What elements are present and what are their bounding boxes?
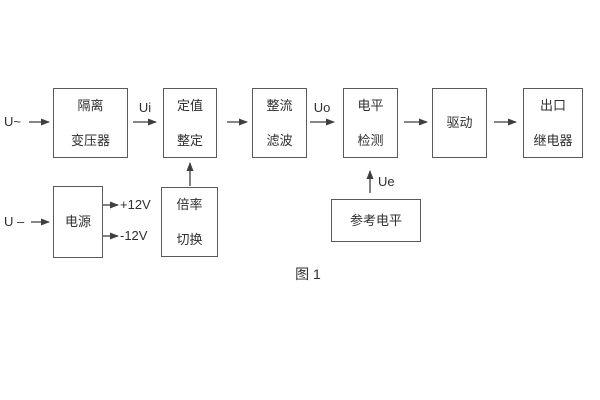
block-reference-level: 参考电平: [331, 199, 421, 242]
block-label: 变压器: [70, 133, 110, 148]
block-label: 继电器: [533, 133, 573, 148]
signal-ui-label: Ui: [138, 100, 152, 115]
figure-caption: 图 1: [295, 266, 321, 282]
block-label: 切换: [176, 232, 203, 247]
block-level-detect: 电平 检测: [343, 88, 398, 158]
signal-plus-12v-label: +12V: [120, 197, 151, 212]
block-label: 滤波: [266, 133, 293, 148]
block-label: 定值: [176, 98, 203, 113]
block-setpoint-adjust: 定值 整定: [163, 88, 217, 158]
block-label: 电源: [64, 214, 91, 229]
signal-uo-label: Uo: [313, 100, 331, 115]
block-rectifier-filter: 整流 滤波: [252, 88, 307, 158]
block-power-supply: 电源: [53, 186, 103, 258]
signal-ac-input-label: U~: [4, 114, 21, 129]
block-label: 隔离: [77, 98, 104, 113]
block-ratio-switch: 倍率 切换: [161, 187, 218, 257]
block-output-relay: 出口 继电器: [523, 88, 583, 158]
block-label: 整流: [266, 98, 293, 113]
signal-ue-label: Ue: [378, 174, 395, 189]
block-label: 驱动: [446, 115, 473, 130]
block-label: 整定: [176, 133, 203, 148]
block-isolation-transformer: 隔离 变压器: [53, 88, 128, 158]
signal-minus-12v-label: -12V: [120, 228, 148, 243]
block-label: 出口: [539, 98, 566, 113]
block-driver: 驱动: [432, 88, 487, 158]
signal-dc-input-label: U –: [4, 214, 25, 229]
block-label: 参考电平: [349, 212, 402, 228]
block-label: 倍率: [176, 197, 203, 212]
block-label: 电平: [357, 98, 384, 113]
block-label: 检测: [357, 133, 384, 148]
